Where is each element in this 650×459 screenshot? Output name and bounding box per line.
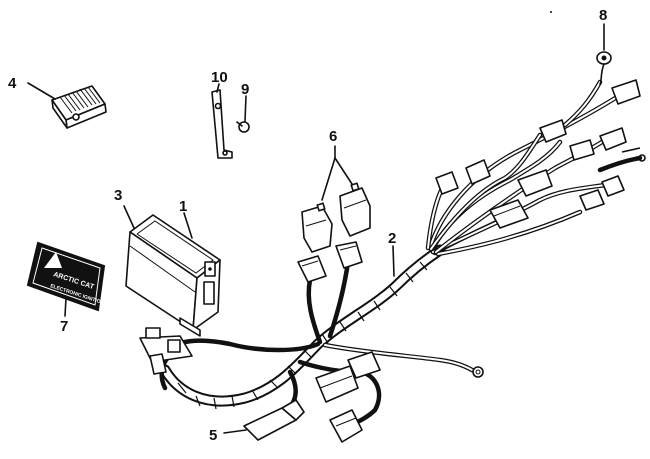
- relay-socket-connectors: [297, 241, 363, 283]
- part-6-relays: [301, 145, 371, 253]
- callout-6: 6: [329, 128, 337, 145]
- leader-2: [392, 245, 395, 277]
- cdi-harness-connector: [139, 327, 193, 375]
- callout-7: 7: [60, 318, 68, 335]
- part-1-cdi-module: [123, 205, 221, 337]
- part-4-regulator: [27, 82, 107, 129]
- part-9-screw: [236, 95, 250, 133]
- callout-3: 3: [114, 187, 122, 204]
- part-10-bracket: [211, 83, 233, 159]
- part-5-connector: [223, 399, 305, 441]
- speck: [550, 11, 552, 13]
- callout-10: 10: [211, 69, 228, 86]
- callout-9: 9: [241, 81, 249, 98]
- callout-1: 1: [179, 198, 187, 215]
- callout-4: 4: [8, 75, 17, 92]
- harness-junction-connectors: [315, 351, 381, 443]
- part-7-decal: ARCTIC CAT ELECTRONIC IGNITION: [26, 241, 106, 317]
- callout-8: 8: [599, 7, 607, 24]
- callout-5: 5: [209, 427, 217, 444]
- upper-branch-connectors: [435, 79, 646, 229]
- callout-2: 2: [388, 230, 396, 247]
- part-8-grommet: [596, 23, 612, 85]
